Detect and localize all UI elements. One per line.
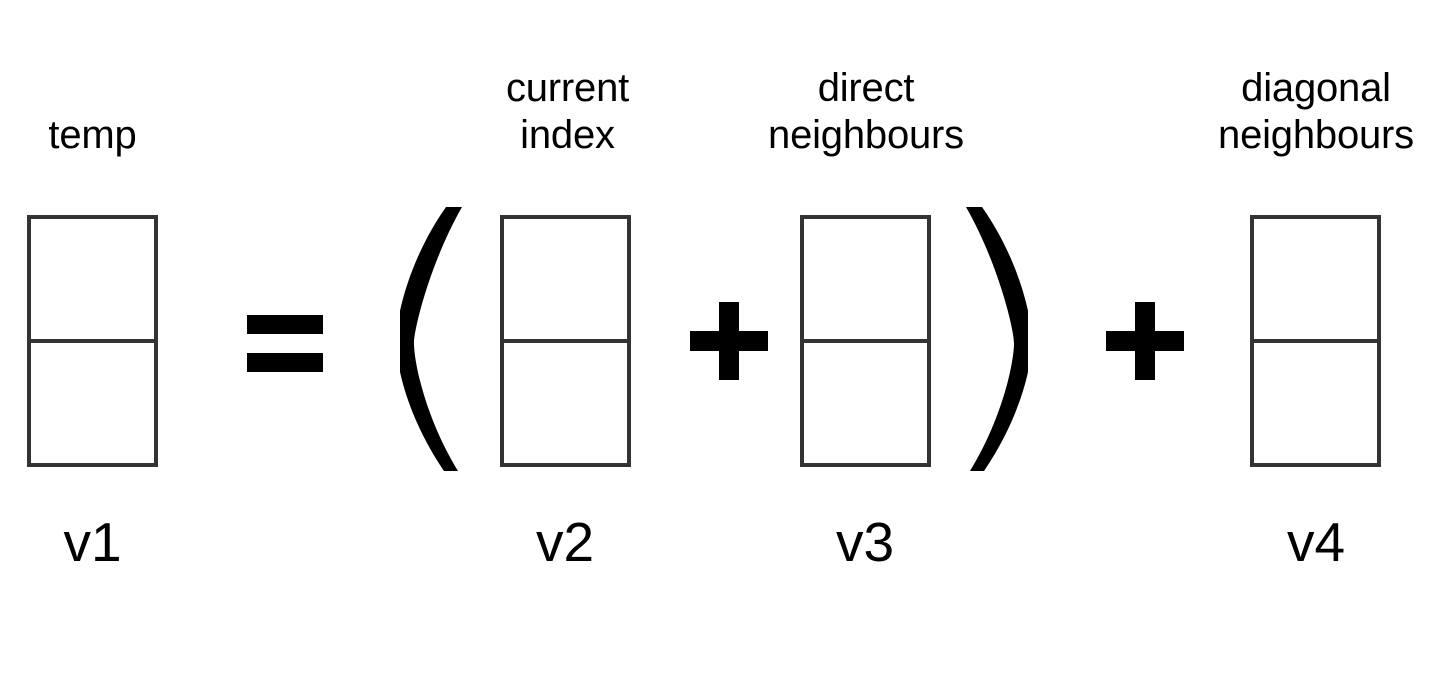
plus-operator-inner-icon bbox=[690, 302, 768, 380]
caption-temp: temp bbox=[48, 113, 137, 157]
cell-v1-top[interactable] bbox=[31, 219, 154, 341]
cell-stack-v1[interactable] bbox=[27, 215, 158, 467]
cell-divider bbox=[1250, 339, 1381, 343]
plus-bar-vertical bbox=[1135, 302, 1155, 380]
cell-v1-bottom[interactable] bbox=[31, 341, 154, 463]
cell-v2-top[interactable] bbox=[504, 219, 627, 341]
paren-close-icon bbox=[958, 203, 1028, 475]
equals-bar-bottom bbox=[247, 353, 323, 372]
vector-label-v4: v4 bbox=[1286, 511, 1346, 573]
vector-label-v1: v1 bbox=[63, 511, 122, 573]
caption-direct-neighbours: direct neighbours bbox=[768, 66, 964, 157]
cell-v2-bottom[interactable] bbox=[504, 341, 627, 463]
vector-label-v2: v2 bbox=[535, 511, 595, 573]
cell-stack-v4[interactable] bbox=[1250, 215, 1381, 467]
cell-v3-top[interactable] bbox=[804, 219, 927, 341]
cell-v4-top[interactable] bbox=[1254, 219, 1377, 341]
cell-divider bbox=[800, 339, 931, 343]
cell-v3-bottom[interactable] bbox=[804, 341, 927, 463]
caption-diagonal-neighbours: diagonal neighbours bbox=[1218, 66, 1414, 157]
equals-operator-icon bbox=[247, 303, 323, 379]
vector-label-v3: v3 bbox=[835, 511, 895, 573]
equals-bar-top bbox=[247, 315, 323, 334]
cell-divider bbox=[27, 339, 158, 343]
cell-divider bbox=[500, 339, 631, 343]
cell-stack-v3[interactable] bbox=[800, 215, 931, 467]
cell-v4-bottom[interactable] bbox=[1254, 341, 1377, 463]
cell-stack-v2[interactable] bbox=[500, 215, 631, 467]
plus-operator-outer-icon bbox=[1106, 302, 1184, 380]
paren-open-icon bbox=[400, 203, 470, 475]
plus-bar-vertical bbox=[719, 302, 739, 380]
caption-current-index: current index bbox=[505, 66, 630, 157]
